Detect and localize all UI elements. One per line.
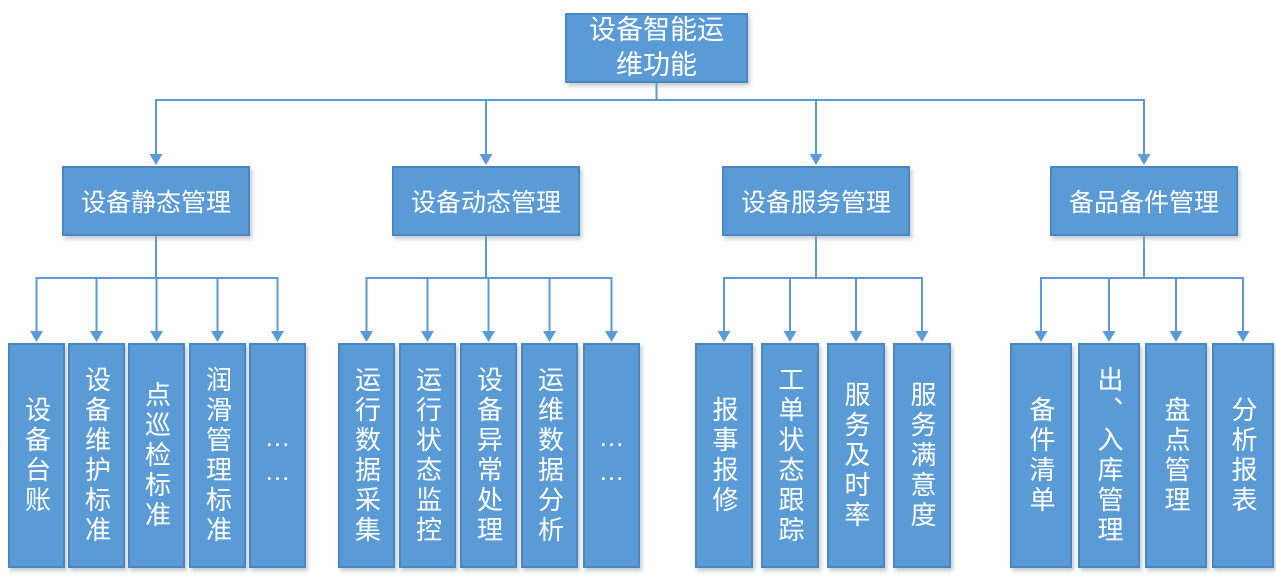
leaf-node: 运维数据分析 bbox=[521, 343, 578, 568]
leaf-label: 服务满意度 bbox=[907, 380, 937, 531]
branch-node-service-management: 设备服务管理 bbox=[722, 166, 910, 236]
leaf-node: 点巡检标准 bbox=[128, 343, 185, 568]
leaf-label: …… bbox=[262, 421, 293, 490]
leaf-node: 服务及时率 bbox=[827, 343, 885, 568]
leaf-node: 分析报表 bbox=[1212, 343, 1274, 568]
leaf-node: 出、入库管理 bbox=[1078, 343, 1140, 568]
leaf-node: 盘点管理 bbox=[1145, 343, 1207, 568]
leaf-label: 点巡检标准 bbox=[141, 380, 172, 531]
leaf-label: …… bbox=[596, 421, 627, 490]
leaf-node: 服务满意度 bbox=[893, 343, 951, 568]
leaf-node: 报事报修 bbox=[695, 343, 753, 568]
leaf-label: 运维数据分析 bbox=[534, 365, 565, 546]
leaf-label: 润滑管理标准 bbox=[202, 365, 233, 546]
root-node: 设备智能运 维功能 bbox=[565, 13, 748, 83]
leaf-node: 运行状态监控 bbox=[399, 343, 456, 568]
leaf-label: 运行数据采集 bbox=[351, 365, 382, 546]
leaf-label: 运行状态监控 bbox=[412, 365, 443, 546]
branch-node-dynamic-management: 设备动态管理 bbox=[392, 166, 580, 236]
leaf-label: 服务及时率 bbox=[841, 380, 871, 531]
leaf-node: 备件清单 bbox=[1010, 343, 1072, 568]
leaf-node-ellipsis: …… bbox=[249, 343, 306, 568]
leaf-node: 工单状态跟踪 bbox=[761, 343, 819, 568]
leaf-node: 运行数据采集 bbox=[338, 343, 395, 568]
leaf-label: 报事报修 bbox=[709, 395, 739, 516]
leaf-label: 设备维护标准 bbox=[81, 365, 112, 546]
leaf-label: 工单状态跟踪 bbox=[775, 365, 805, 546]
leaf-label: 设备台账 bbox=[21, 395, 52, 516]
leaf-label: 分析报表 bbox=[1228, 395, 1258, 516]
leaf-node: 设备异常处理 bbox=[460, 343, 517, 568]
leaf-label: 备件清单 bbox=[1026, 395, 1056, 516]
leaf-node: 润滑管理标准 bbox=[189, 343, 246, 568]
leaf-node-ellipsis: …… bbox=[583, 343, 640, 568]
leaf-label: 盘点管理 bbox=[1161, 395, 1191, 516]
leaf-node: 设备台账 bbox=[8, 343, 65, 568]
leaf-label: 设备异常处理 bbox=[473, 365, 504, 546]
branch-node-spare-parts-management: 备品备件管理 bbox=[1050, 166, 1238, 236]
branch-node-static-management: 设备静态管理 bbox=[62, 166, 250, 236]
leaf-label: 出、入库管理 bbox=[1094, 365, 1124, 546]
leaf-node: 设备维护标准 bbox=[68, 343, 125, 568]
